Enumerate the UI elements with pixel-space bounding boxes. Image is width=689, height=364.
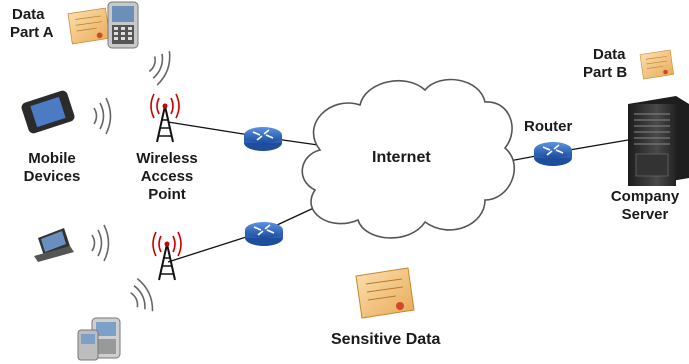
router-icon xyxy=(244,221,284,247)
sensitive-data-label: Sensitive Data xyxy=(331,331,441,348)
data-part-a-label: Data Part A xyxy=(10,6,54,42)
pda-icon xyxy=(21,90,75,134)
company-server-line1: Company xyxy=(610,188,680,205)
wap-line3: Point xyxy=(148,186,186,203)
wap-line2: Access xyxy=(140,168,194,185)
router-label: Router xyxy=(524,118,573,135)
server-icon xyxy=(628,96,689,186)
mobile-devices-label: Mobile Devices xyxy=(20,150,84,186)
company-server-line2: Server xyxy=(621,206,669,223)
netbook-icon xyxy=(34,228,74,262)
certificate-icon xyxy=(639,49,674,80)
router-icon xyxy=(243,126,283,152)
internet-label: Internet xyxy=(372,149,431,166)
wap-line1: Wireless xyxy=(136,150,198,167)
cloud-icon xyxy=(301,78,516,239)
data-part-a-line2: Part A xyxy=(10,24,54,41)
data-part-b-line2: Part B xyxy=(583,64,628,81)
certificate-icon xyxy=(355,267,415,319)
router-icon xyxy=(533,141,573,167)
wireless-tower-icon xyxy=(152,231,182,281)
handheld-icon xyxy=(77,317,121,361)
data-part-a-line1: Data xyxy=(12,6,45,23)
certificate-icon xyxy=(67,7,111,45)
data-part-b-label: Data Part B xyxy=(583,46,627,82)
mobile-devices-line2: Devices xyxy=(23,168,81,185)
wireless-tower-icon xyxy=(150,93,180,143)
smartphone-icon xyxy=(107,1,139,49)
wireless-access-point-label: Wireless Access Point xyxy=(126,150,208,204)
data-part-b-line1: Data xyxy=(593,46,626,63)
company-server-label: Company Server xyxy=(604,188,686,224)
mobile-devices-line1: Mobile xyxy=(28,150,76,167)
